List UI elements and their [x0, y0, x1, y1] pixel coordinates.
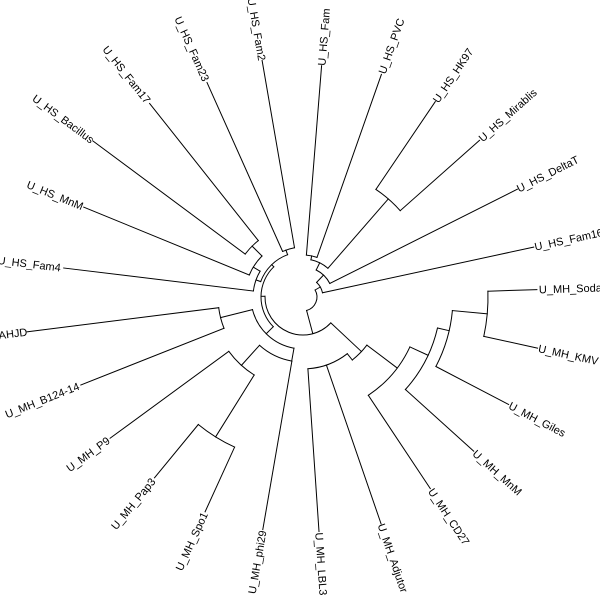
branch-n_d1 — [310, 255, 313, 261]
branch-adjutor — [325, 364, 382, 525]
branch-n_skgm — [409, 346, 429, 356]
leaf-label-lbl3: U_MH_LBL3 — [312, 532, 328, 596]
arc-n_b2 — [228, 350, 255, 376]
leaf-label-mnm-hs: U_HS_MnM — [25, 179, 85, 213]
arc-n_b3 — [258, 344, 293, 362]
branch-n_c6 — [270, 263, 275, 268]
branch-n_c4 — [255, 279, 262, 283]
leaf-label-bacillus: U_HS_Bacillus — [30, 93, 96, 147]
branch-bacillus — [92, 140, 246, 255]
leaf-label-mirabilis: U_HS_Mirablis — [477, 87, 540, 145]
leaf-label-deltat: U_HS_DeltaT — [515, 154, 581, 195]
leaf-label-giles: U_MH_Giles — [506, 400, 567, 440]
branch-pvc — [316, 73, 383, 259]
branch-cd27 — [367, 394, 431, 490]
branch-fam23 — [206, 81, 284, 253]
leaf-label-fam: U_HS_Fam — [316, 8, 333, 66]
branch-n_skg — [436, 327, 450, 332]
branch-n_sp — [214, 374, 255, 438]
arc-n_c6 — [260, 254, 289, 283]
branch-mnm_mh — [404, 388, 475, 452]
branch-deltat — [329, 188, 519, 285]
branch-n_a1b — [346, 352, 354, 361]
leaf-label-adjutor: U_MH_Adjutor — [375, 522, 410, 594]
branch-n_d4 — [314, 286, 321, 291]
branch-n_c3 — [252, 266, 261, 272]
leaf-label-ahj: U_MH_AHJD — [0, 327, 28, 347]
tree-branches — [26, 59, 539, 533]
branch-mirabilis — [399, 139, 481, 212]
leaf-label-spo1: U_MH_Spo1 — [174, 511, 211, 573]
leaf-label-kmv: U_MH_KMV — [537, 343, 600, 368]
leaf-label-pap3: U_MH_Pap3 — [109, 476, 158, 532]
branch-b124 — [80, 327, 225, 386]
arc-n_a1 — [367, 346, 411, 396]
arc-n_skgm — [404, 327, 439, 391]
arc-n_a1b — [307, 352, 349, 370]
leaf-label-fam4: U_HS_Fam4 — [0, 255, 61, 275]
leaf-label-fam23: U_HS_Fam23 — [171, 15, 210, 84]
branch-fam2 — [261, 59, 296, 249]
branch-fam16 — [321, 246, 535, 294]
branch-fam17 — [148, 102, 260, 242]
arc-n_d3 — [315, 269, 331, 285]
branch-n_sk — [451, 310, 488, 315]
arc-n_c5 — [281, 247, 296, 253]
branch-n_c5 — [285, 249, 289, 256]
branch-n_c2 — [251, 245, 263, 257]
branch-n_r1 — [305, 309, 314, 335]
branch-hk97 — [375, 100, 436, 191]
leaf-label-hk97: U_HS_HK97 — [431, 47, 476, 106]
leaf-label-pvc: U_HS_PVC — [377, 17, 408, 76]
branch-n_b2 — [240, 344, 261, 367]
leaf-label-b124: U_MH_B124-14 — [4, 381, 82, 421]
branch-soda — [487, 289, 538, 292]
branch-fam — [305, 65, 323, 256]
leaf-label-fam16: U_HS_Fam16 — [534, 227, 600, 253]
branch-n_d2 — [315, 262, 321, 271]
leaf-label-phi29: U_MH_phi29 — [247, 530, 270, 595]
branch-n_b3 — [291, 347, 295, 362]
branch-kmv — [483, 335, 539, 349]
arc-n_hm — [375, 188, 401, 212]
branch-n_ba — [219, 308, 254, 319]
branch-p9 — [109, 350, 230, 439]
arc-root — [305, 289, 318, 312]
arc-n_r1 — [264, 295, 332, 336]
arc-n_ba — [218, 307, 225, 329]
branch-n_a1 — [366, 344, 398, 369]
leaf-label-fam2: U_HS_Fam2 — [245, 0, 268, 62]
leaf-label-mnm-mh: U_MH_MnM — [470, 448, 524, 498]
branch-n_d3 — [315, 274, 325, 284]
branch-n_b4 — [265, 325, 275, 335]
branch-spo1 — [204, 446, 236, 513]
branch-fam4 — [63, 267, 254, 292]
branch-pap3 — [153, 423, 200, 479]
leaf-label-p9: U_MH_P9 — [65, 435, 113, 475]
branch-ahj — [26, 307, 220, 333]
arc-n_a2 — [351, 344, 368, 361]
arc-n_b4 — [251, 308, 295, 349]
arc-n_c2 — [244, 239, 260, 255]
branch-giles — [435, 365, 510, 406]
leaf-label-cd27: U_MH_CD27 — [425, 487, 471, 548]
branch-lbl3 — [307, 368, 320, 533]
branch-mnm_hs — [83, 206, 250, 276]
branch-phi29 — [262, 360, 293, 531]
arc-n_c3 — [248, 255, 263, 276]
leaf-label-soda: U_MH_Soda — [539, 282, 600, 296]
branch-n_a2 — [330, 322, 363, 353]
arc-n_skg — [435, 310, 453, 368]
branch-n_hm — [327, 198, 390, 270]
leaf-label-fam17: U_HS_Fam17 — [100, 44, 153, 106]
arc-n_c4 — [252, 270, 261, 292]
